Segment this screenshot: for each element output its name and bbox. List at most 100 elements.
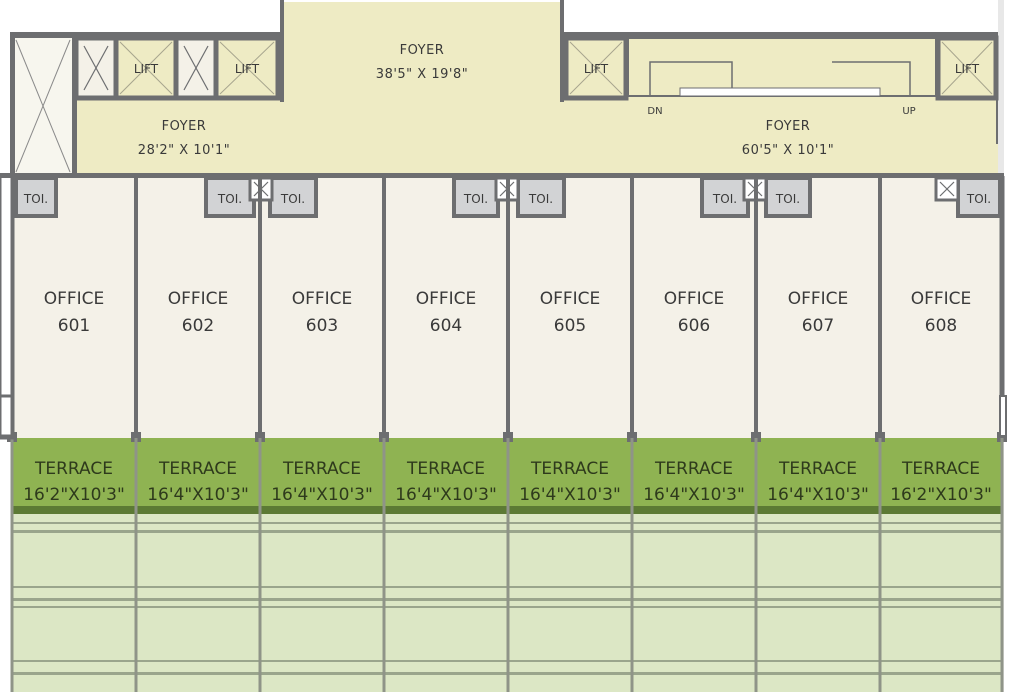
terrace-floor	[880, 438, 1002, 514]
terrace-divider	[1000, 438, 1004, 692]
column	[875, 432, 885, 442]
partition-wall	[999, 176, 1005, 438]
office-number: 604	[430, 316, 462, 336]
column	[503, 432, 513, 442]
terrace-label: TERRACE	[406, 459, 485, 479]
terrace-label: TERRACE	[158, 459, 237, 479]
office-row: OFFICE601TERRACE16'2"X10'3"OFFICE602TERR…	[0, 174, 1007, 692]
partition-wall	[506, 176, 510, 438]
corridor-wall	[0, 173, 1004, 178]
office-label: OFFICE	[911, 289, 972, 309]
terrace-dims: 16'4"X10'3"	[395, 485, 497, 505]
terrace-dims: 16'4"X10'3"	[767, 485, 869, 505]
lift-block-right	[563, 35, 999, 101]
toilet-label: TOI.	[528, 192, 553, 206]
office-floor	[136, 178, 260, 438]
office-floor	[632, 178, 756, 438]
column	[627, 432, 637, 442]
partition-wall	[630, 176, 634, 438]
terrace-dims: 16'4"X10'3"	[147, 485, 249, 505]
terrace-floor	[12, 438, 136, 514]
terrace-divider	[630, 438, 634, 692]
foyer-central-area	[282, 2, 562, 102]
terrace-label: TERRACE	[654, 459, 733, 479]
right-window-edge	[999, 395, 1007, 437]
lift-block-left	[73, 35, 281, 101]
stair-up-label: UP	[902, 106, 915, 117]
terrace-floor	[632, 438, 756, 514]
office-label: OFFICE	[292, 289, 353, 309]
foyer-left-name: FOYER	[162, 119, 207, 134]
terrace-edge	[508, 506, 632, 514]
foyer-left-dims: 28'2" X 10'1"	[138, 143, 230, 158]
top-wall-right	[560, 32, 1000, 38]
partition-wall	[754, 176, 758, 438]
terrace-edge	[632, 506, 756, 514]
partition-wall	[878, 176, 882, 438]
column	[255, 432, 265, 442]
toilet-label: TOI.	[712, 192, 737, 206]
terrace-divider	[754, 438, 758, 692]
foyer-central-dims: 38'5" X 19'8"	[376, 67, 468, 82]
office-floor	[508, 178, 632, 438]
partition-wall	[382, 176, 386, 438]
toilet-label: TOI.	[23, 192, 48, 206]
left-shaft-wall	[72, 36, 77, 176]
toilet-label: TOI.	[463, 192, 488, 206]
terrace-divider	[506, 438, 510, 692]
office-label: OFFICE	[540, 289, 601, 309]
terrace-floor	[508, 438, 632, 514]
office-floor	[12, 178, 136, 438]
terrace-label: TERRACE	[282, 459, 361, 479]
terrace-edge	[260, 506, 384, 514]
terrace-dims: 16'4"X10'3"	[643, 485, 745, 505]
terrace-divider	[878, 438, 882, 692]
lift-label-1: LIFT	[134, 62, 159, 76]
office-floor	[880, 178, 1002, 438]
office-label: OFFICE	[168, 289, 229, 309]
toilet-label: TOI.	[217, 192, 242, 206]
office-number: 606	[678, 316, 710, 336]
column	[379, 432, 389, 442]
partition-wall	[134, 176, 138, 438]
office-floor	[384, 178, 508, 438]
lift-label-2: LIFT	[235, 62, 260, 76]
terrace-edge	[880, 506, 1002, 514]
office-label: OFFICE	[44, 289, 105, 309]
terrace-edge	[384, 506, 508, 514]
office-label: OFFICE	[664, 289, 725, 309]
foyer-central-name: FOYER	[400, 43, 445, 58]
stair-down-label: DN	[647, 106, 662, 117]
terrace-divider	[10, 438, 14, 692]
toilet-label: TOI.	[775, 192, 800, 206]
top-wall-left	[10, 32, 284, 38]
staircase	[627, 37, 937, 97]
terrace-divider	[258, 438, 262, 692]
terrace-floor	[260, 438, 384, 514]
terrace-divider	[134, 438, 138, 692]
foyer-band-area	[74, 96, 998, 176]
terrace-label: TERRACE	[901, 459, 980, 479]
terrace-edge	[136, 506, 260, 514]
terrace-edge	[756, 506, 880, 514]
office-number: 602	[182, 316, 214, 336]
office-number: 603	[306, 316, 338, 336]
duct-cross	[939, 181, 955, 197]
office-floor	[260, 178, 384, 438]
partition-wall	[258, 176, 262, 438]
terrace-label: TERRACE	[34, 459, 113, 479]
top-wall-left-vertical	[10, 32, 15, 176]
lift-label-4: LIFT	[955, 62, 980, 76]
left-window-edge	[0, 394, 14, 438]
terrace-floor	[384, 438, 508, 514]
terrace-edge	[12, 506, 136, 514]
column	[131, 432, 141, 442]
terrace-label: TERRACE	[778, 459, 857, 479]
